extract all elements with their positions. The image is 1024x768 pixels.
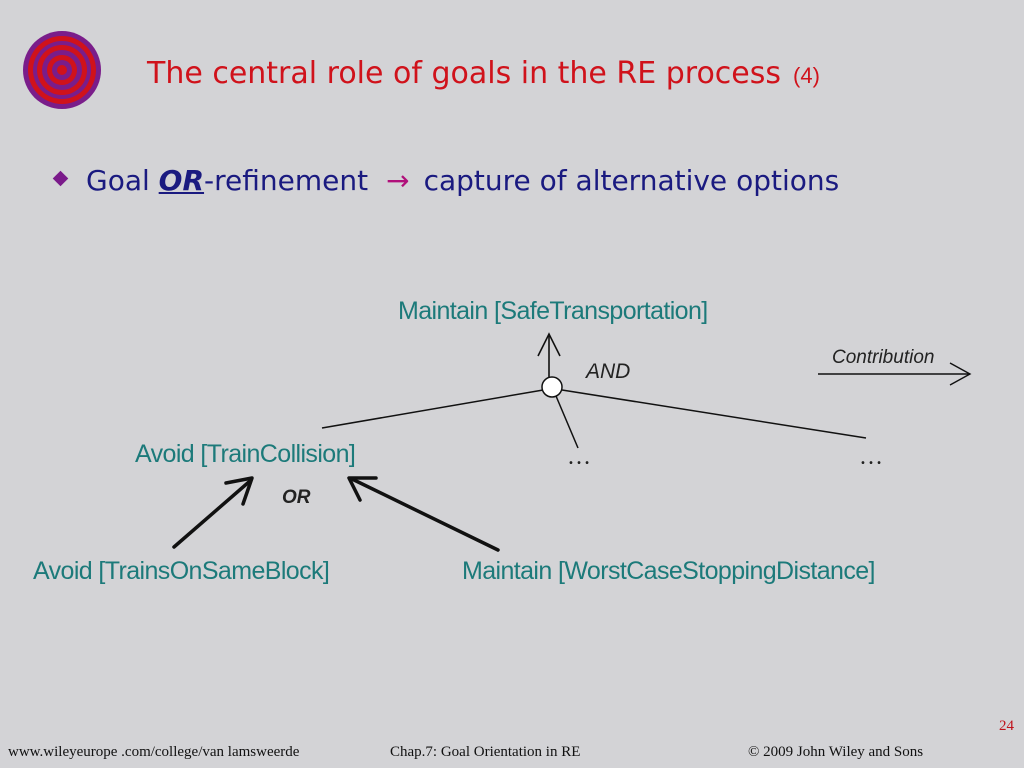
refinement-link-right: [561, 389, 867, 439]
bullet-point: Goal OR-refinement → capture of alternativ…: [52, 164, 840, 197]
legend-arrowhead-icon: [949, 362, 972, 386]
right-arrow-icon: →: [386, 164, 410, 197]
and-node: [541, 376, 563, 398]
alt-goal-left-label: Avoid [TrainsOnSameBlock]: [33, 557, 329, 585]
bullet-middle: -refinement: [204, 164, 369, 197]
ellipsis-right: …: [859, 444, 883, 470]
slide-title-text: The central role of goals in the RE proc…: [147, 56, 782, 91]
footer-chapter: Chap.7: Goal Orientation in RE: [390, 744, 581, 760]
bullet-suffix: capture of alternative options: [423, 164, 840, 197]
and-label: AND: [584, 360, 630, 383]
bullet-or-emphasis: OR: [158, 164, 205, 197]
bullet-prefix: Goal: [86, 164, 159, 197]
or-link-right: [350, 477, 500, 552]
footer-copyright: © 2009 John Wiley and Sons: [748, 744, 924, 760]
or-arrowhead-right-icon: [347, 476, 378, 502]
or-arrowhead-left-icon: [224, 476, 254, 506]
or-link-left: [172, 479, 252, 549]
footer-url: www.wileyeurope .com/college/van lamswee…: [8, 744, 300, 760]
and-arrowhead-icon: [537, 332, 561, 357]
slide-title-number: (4): [793, 63, 820, 88]
root-goal-label: Maintain [SafeTransportation]: [398, 297, 708, 325]
refinement-link-left: [321, 388, 550, 429]
legend-contribution-label: Contribution: [832, 347, 934, 368]
or-label: OR: [282, 487, 311, 508]
refinement-link-middle: [555, 395, 579, 449]
target-logo-icon: [23, 31, 101, 109]
alt-goal-right-label: Maintain [WorstCaseStoppingDistance]: [462, 557, 875, 585]
page-number: 24: [999, 718, 1014, 734]
ellipsis-middle: …: [567, 444, 591, 470]
slide-title: The central role of goals in the RE proc…: [147, 56, 820, 91]
child-goal-label: Avoid [TrainCollision]: [135, 440, 355, 468]
